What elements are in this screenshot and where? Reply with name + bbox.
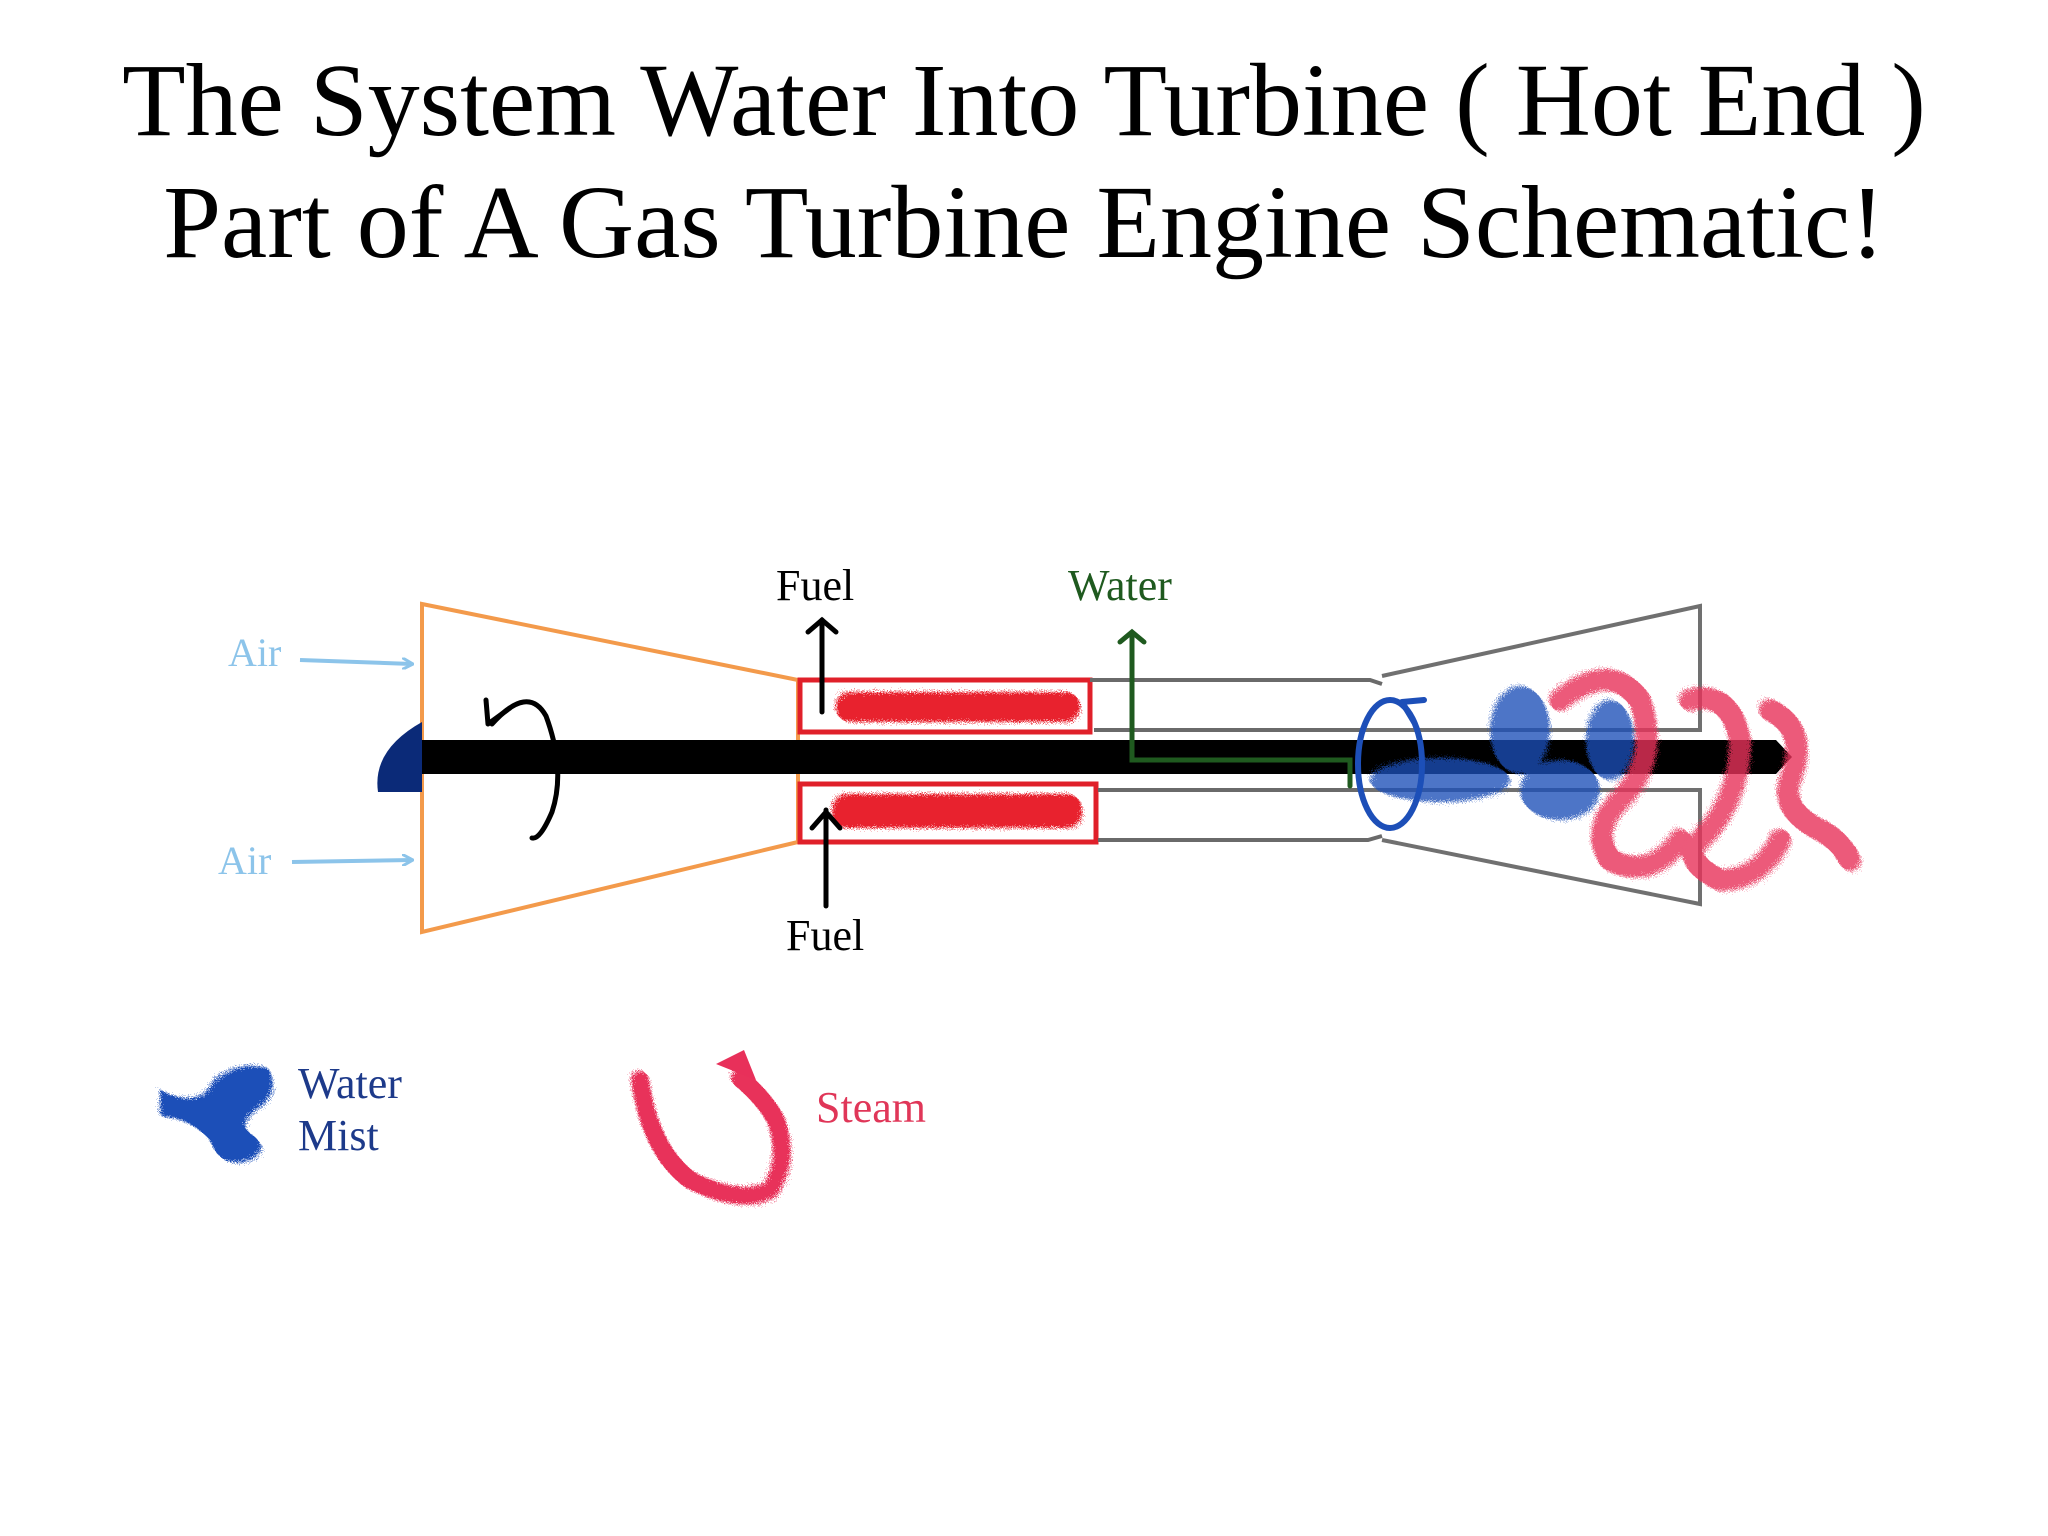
legend-water-mist-label-2: Mist (298, 1111, 379, 1160)
legend-water-mist-swatch (160, 1065, 273, 1163)
combustor-bottom (797, 781, 1099, 845)
combustor-top (797, 677, 1093, 735)
legend-steam-arrowhead (716, 1050, 756, 1080)
flame-bottom (832, 794, 1082, 828)
slide-title: The System Water Into Turbine ( Hot End … (0, 40, 2048, 284)
air-arrow-top (299, 660, 412, 664)
fuel-label-bottom: Fuel (786, 911, 864, 960)
title-line-2: Part of A Gas Turbine Engine Schematic! (163, 165, 1885, 280)
water-label: Water (1068, 561, 1172, 610)
compressor-rotation-arrow (483, 697, 561, 841)
fuel-label-top: Fuel (776, 561, 854, 610)
shaft-tip (1776, 740, 1792, 774)
steam-swirl (1549, 669, 1861, 892)
air-label-top: Air (228, 630, 281, 675)
nose-cone (377, 722, 422, 792)
flame-top (836, 692, 1080, 722)
legend-steam-label: Steam (816, 1083, 926, 1132)
air-arrow-bottom (291, 860, 412, 862)
water-injection-line (1117, 628, 1353, 789)
mid-section (1090, 678, 1383, 842)
legend-steam-swatch (631, 1069, 791, 1205)
fuel-arrow-bottom (809, 807, 843, 909)
legend-water-mist-label-1: Water (298, 1059, 402, 1108)
air-label-bottom: Air (218, 838, 271, 883)
title-line-1: The System Water Into Turbine ( Hot End … (122, 43, 1926, 158)
fuel-arrow-top (805, 616, 839, 715)
water-mist-cloud (1370, 686, 1634, 820)
